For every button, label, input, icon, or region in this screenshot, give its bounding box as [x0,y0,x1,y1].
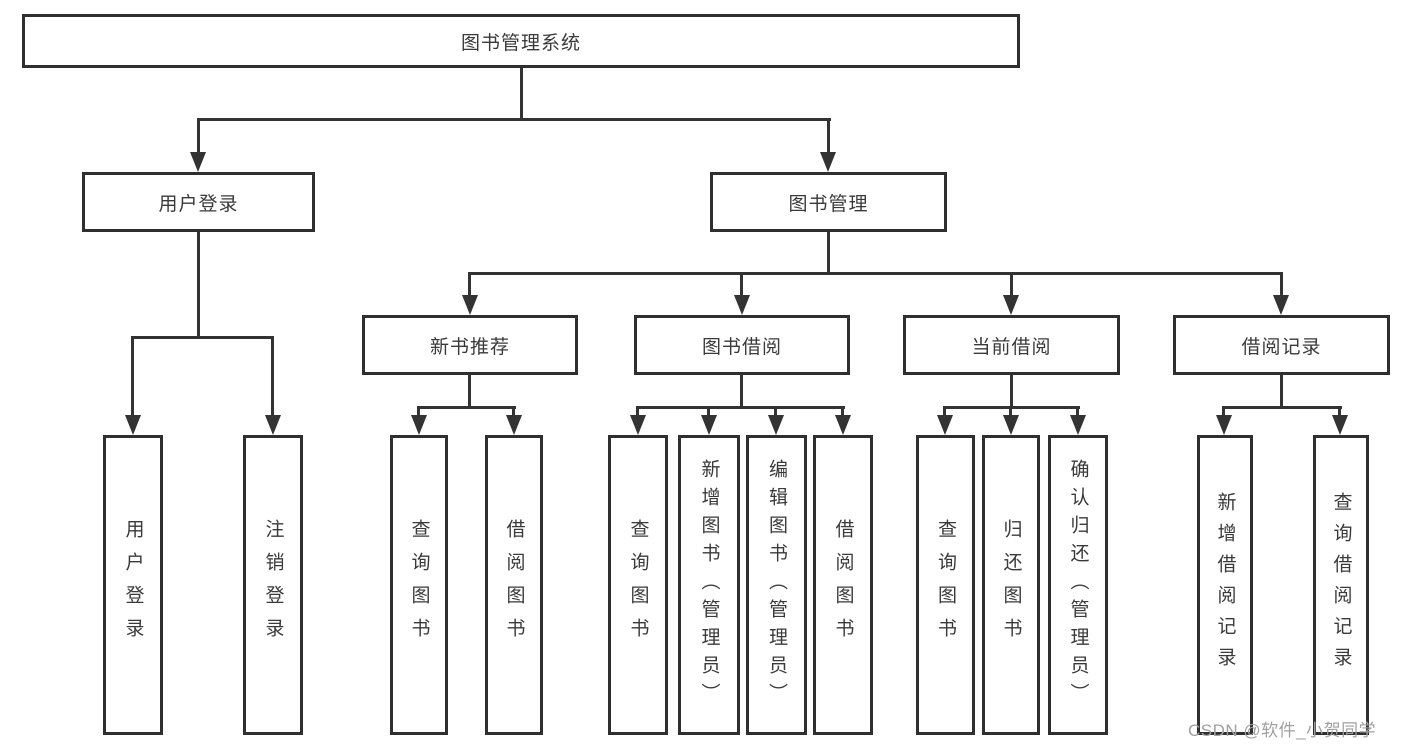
node-book-mgmt: 图书管理 [710,172,947,232]
connector-leaf-drop [841,406,844,418]
connector-leaf-drop [1338,406,1341,418]
connector-current-borrow-stem [1010,375,1013,406]
leaf-return-book: 归还图书 [982,435,1040,735]
connector-book-mgmt-drop [827,118,830,156]
node-book-borrow-label: 图书借阅 [701,336,782,358]
connector-level3-drop [1280,272,1283,297]
leaf-query-borrow-record-label: 查询借阅记录 [1330,492,1352,678]
leaf-edit-book: 编辑图书（管理员） [746,435,807,735]
connector-level3-drop [1010,272,1013,297]
leaf-query-book-current-label: 查询图书 [935,519,956,651]
connector-borrow-records-split [1222,406,1342,409]
leaf-borrow-book-rec: 借阅图书 [485,435,543,735]
connector-book-borrow-stem [740,375,743,406]
connector-root-stem [520,67,523,118]
arrow-down-icon [190,152,206,172]
leaf-query-book-current: 查询图书 [916,435,975,735]
connector-leaf-drop [271,336,274,418]
arrow-down-icon [835,415,851,435]
arrow-down-icon [411,415,427,435]
node-new-book-rec: 新书推荐 [362,315,578,375]
connector-new-book-rec-split [417,406,516,409]
arrow-down-icon [462,295,478,315]
node-user-login-label: 用户登录 [158,193,239,215]
connector-level3-split [468,272,1283,275]
connector-leaf-drop [636,406,639,418]
arrow-down-icon [265,415,281,435]
connector-leaf-drop [1222,406,1225,418]
node-borrow-records-label: 借阅记录 [1241,336,1322,358]
connector-user-login-split [131,336,274,339]
arrow-down-icon [1216,415,1232,435]
connector-borrow-records-stem [1280,375,1283,406]
leaf-query-book-borrow: 查询图书 [608,435,668,735]
leaf-add-book-label: 新增图书（管理员） [698,459,720,711]
arrow-down-icon [1003,415,1019,435]
connector-leaf-drop [417,406,420,418]
arrow-down-icon [506,415,522,435]
connector-level3-drop [740,272,743,297]
leaf-edit-book-label: 编辑图书（管理员） [766,459,787,711]
node-root-label: 图书管理系统 [460,32,581,54]
connector-user-login-stem [197,232,200,336]
leaf-add-book: 新增图书（管理员） [678,435,740,735]
leaf-confirm-return: 确认归还（管理员） [1048,435,1108,735]
watermark: CSDN @软件_小贺同学 [1188,721,1377,740]
connector-level2-split [197,118,831,121]
arrow-down-icon [1273,295,1289,315]
arrow-down-icon [630,415,646,435]
arrow-down-icon [937,415,953,435]
connector-leaf-drop [512,406,515,418]
connector-leaf-drop [1009,406,1012,418]
leaf-borrow-book-borrow-label: 借阅图书 [832,519,854,651]
connector-user-login-drop [197,118,200,156]
connector-level3-drop [468,272,471,297]
node-borrow-records: 借阅记录 [1173,315,1390,375]
leaf-logout: 注销登录 [243,435,303,735]
arrow-down-icon [1003,295,1019,315]
connector-leaf-drop [774,406,777,418]
connector-leaf-drop [707,406,710,418]
arrow-down-icon [1332,415,1348,435]
leaf-return-book-label: 归还图书 [1000,519,1022,651]
leaf-borrow-book-rec-label: 借阅图书 [503,519,525,651]
arrow-down-icon [768,415,784,435]
connector-leaf-drop [943,406,946,418]
arrow-down-icon [1070,415,1086,435]
leaf-query-borrow-record: 查询借阅记录 [1313,435,1369,735]
leaf-borrow-book-borrow: 借阅图书 [813,435,873,735]
arrow-down-icon [820,152,836,172]
arrow-down-icon [125,415,141,435]
leaf-logout-label: 注销登录 [262,519,284,651]
arrow-down-icon [701,415,717,435]
leaf-query-book-rec: 查询图书 [390,435,448,735]
arrow-down-icon [734,295,750,315]
leaf-query-book-borrow-label: 查询图书 [627,519,649,651]
leaf-user-login-label: 用户登录 [122,519,144,651]
connector-book-borrow-split [636,406,845,409]
node-current-borrow: 当前借阅 [903,315,1120,375]
leaf-query-book-rec-label: 查询图书 [408,519,430,651]
leaf-confirm-return-label: 确认归还（管理员） [1067,459,1089,711]
leaf-user-login: 用户登录 [103,435,163,735]
node-book-borrow: 图书借阅 [634,315,850,375]
leaf-add-borrow-record-label: 新增借阅记录 [1214,492,1236,678]
leaf-add-borrow-record: 新增借阅记录 [1197,435,1253,735]
node-current-borrow-label: 当前借阅 [971,336,1052,358]
connector-new-book-rec-stem [468,375,471,406]
node-new-book-rec-label: 新书推荐 [429,336,510,358]
node-user-login: 用户登录 [82,172,315,232]
connector-book-mgmt-stem [827,232,830,274]
connector-leaf-drop [1076,406,1079,418]
node-root: 图书管理系统 [22,14,1020,68]
node-book-mgmt-label: 图书管理 [788,193,869,215]
connector-leaf-drop [131,336,134,418]
